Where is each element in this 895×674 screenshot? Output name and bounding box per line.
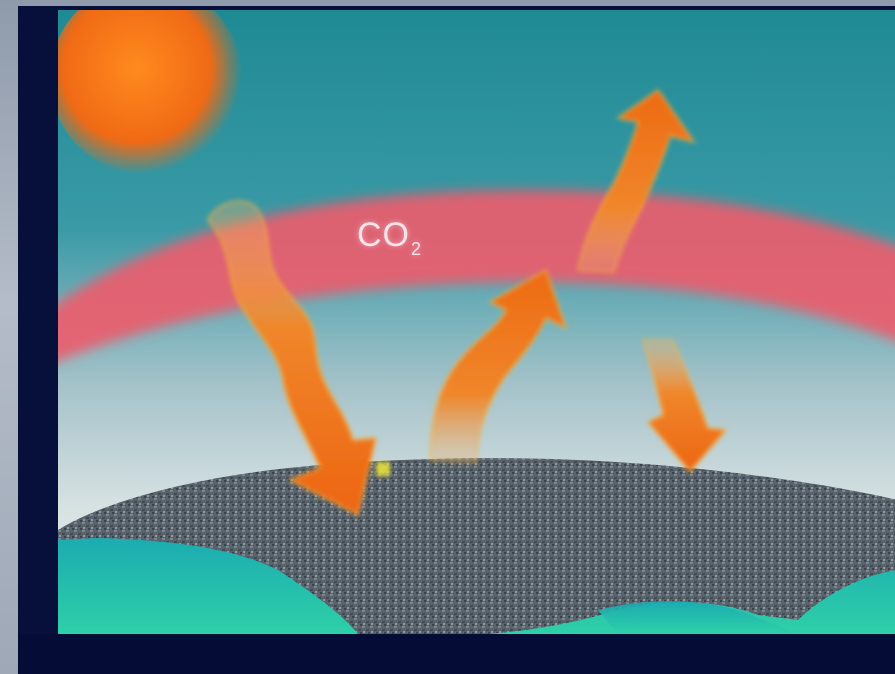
greenhouse-illustration — [58, 10, 895, 634]
co2-label-subscript: 2 — [411, 239, 423, 259]
sun-icon — [58, 10, 242, 174]
bottom-frame-bar — [18, 634, 895, 674]
incoming-radiation-arrow — [206, 200, 378, 517]
earth-surface — [58, 458, 895, 634]
diagram-frame: CO2 — [18, 6, 895, 674]
co2-label-main: CO — [357, 216, 410, 254]
back-radiation-arrow — [641, 339, 728, 474]
reflected-radiation-arrow — [428, 268, 568, 464]
escaping-radiation-arrow — [576, 88, 697, 274]
diagram-scene: CO2 — [58, 10, 895, 634]
co2-label: CO2 — [357, 216, 422, 259]
